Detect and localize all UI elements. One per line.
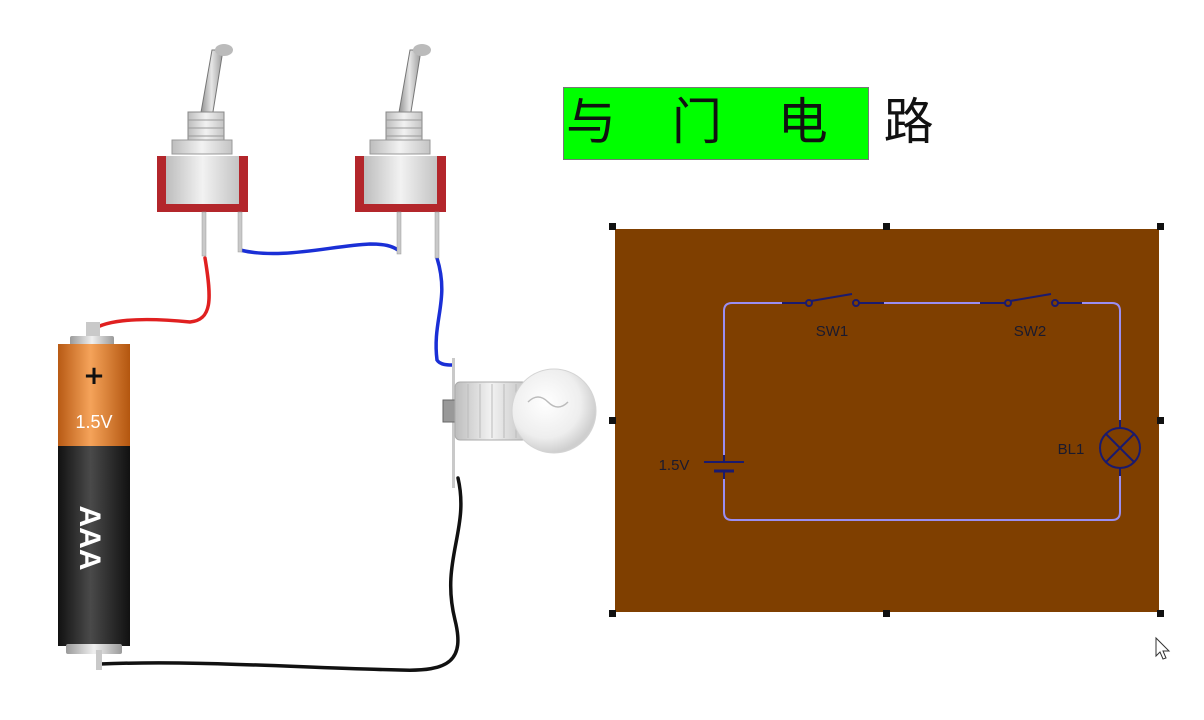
black-wire[interactable] — [98, 476, 463, 672]
toggle-switch-2[interactable] — [355, 44, 446, 259]
sw2-label: SW2 — [1014, 323, 1047, 340]
schematic-panel[interactable] — [609, 223, 1164, 617]
battery-plus-sign: + — [83, 361, 105, 391]
title-box: 与 门 电 路 — [563, 87, 934, 160]
schematic-battery-label: 1.5V — [659, 457, 690, 474]
bl1-label: BL1 — [1058, 441, 1085, 458]
battery-voltage-label: 1.5V — [75, 412, 112, 432]
resize-handle[interactable] — [609, 610, 616, 617]
resize-handle[interactable] — [609, 223, 616, 230]
resize-handle[interactable] — [1157, 223, 1164, 230]
circuit-title: 与 门 电 路 — [566, 93, 954, 151]
blue-wire-switches[interactable] — [238, 242, 400, 256]
light-bulb[interactable] — [442, 358, 597, 488]
resize-handle[interactable] — [883, 223, 890, 230]
resize-handle[interactable] — [609, 417, 616, 424]
red-wire[interactable] — [90, 256, 211, 332]
battery-type-label: AAA — [73, 506, 106, 571]
blue-wire-to-lamp[interactable] — [434, 256, 454, 367]
resize-handle[interactable] — [1157, 417, 1164, 424]
schematic-battery-symbol — [704, 455, 744, 479]
sw1-label: SW1 — [816, 323, 849, 340]
schematic-wires — [723, 302, 1121, 521]
schematic-switch-sw1 — [782, 293, 884, 307]
toggle-switch-1[interactable] — [157, 44, 248, 257]
resize-handle[interactable] — [883, 610, 890, 617]
aaa-battery[interactable] — [58, 322, 130, 670]
mouse-cursor-icon — [1155, 636, 1171, 660]
schematic-switch-sw2 — [980, 293, 1082, 307]
resize-handle[interactable] — [1157, 610, 1164, 617]
schematic-lamp-symbol — [1099, 420, 1141, 476]
